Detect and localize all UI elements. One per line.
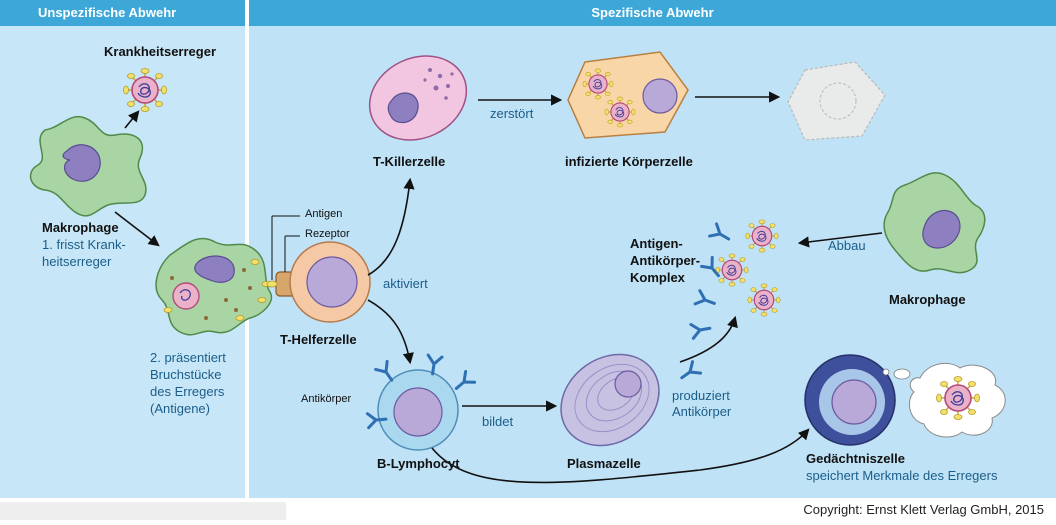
complex-line1: Antigen-: [630, 236, 683, 251]
step2-line2: Bruchstücke: [150, 367, 222, 382]
arrow-b-to-memory: [431, 428, 810, 484]
arrow-helper-to-killer: [367, 177, 415, 276]
memory-virus-icon: [935, 375, 981, 421]
antibody-label: Antikörper: [301, 393, 352, 405]
antibody-icon: [693, 289, 719, 312]
step2-line1: 2. präsentiert: [150, 350, 226, 365]
antibody-icon: [708, 222, 734, 247]
antibody-icon: [450, 369, 477, 396]
arrow-helper-to-b: [367, 299, 414, 365]
macrophage-right-icon: [883, 172, 986, 274]
antibody-icon: [689, 319, 713, 340]
specific-defense-header: Spezifische Abwehr: [249, 0, 1056, 26]
presenting-macrophage-icon: [155, 237, 273, 336]
t-killer-cell-icon: [368, 55, 468, 141]
complex-virus-icon: [747, 283, 781, 317]
t-killer-label: T-Killerzelle: [373, 154, 446, 169]
complex-line2: Antikörper-: [630, 253, 701, 268]
footer-bar: [0, 502, 286, 520]
forms-label: bildet: [482, 414, 514, 429]
activates-label: aktiviert: [383, 276, 428, 291]
produces-line1: produziert: [672, 388, 730, 403]
antibody-icon: [676, 360, 703, 385]
complex-virus-icon: [745, 219, 779, 253]
step2-line4: (Antigene): [150, 401, 210, 416]
memory-cell-label: Gedächtniszelle: [806, 451, 905, 466]
pathogen-virus-icon: [122, 67, 168, 113]
destroys-label: zerstört: [490, 106, 534, 121]
b-lymphocyte-label: B-Lymphocyt: [377, 456, 460, 471]
t-helper-label: T-Helferzelle: [280, 332, 357, 347]
step1-line1: 1. frisst Krank-: [42, 237, 126, 252]
infected-virus-icon: [604, 96, 636, 128]
produces-line2: Antikörper: [672, 404, 732, 419]
step2-line3: des Erregers: [150, 384, 225, 399]
b-lymphocyte-icon: [377, 369, 459, 451]
arrow-macrophage-breakdown: [797, 232, 883, 248]
breakdown-label: Abbau: [828, 238, 866, 253]
memory-cell-description: speichert Merkmale des Erregers: [806, 468, 998, 483]
plasma-cell-icon: [560, 353, 660, 447]
receptor-label: Rezeptor: [305, 228, 350, 240]
arrow-eat-to-present: [114, 211, 160, 247]
copyright-notice: Copyright: Ernst Klett Verlag GmbH, 2015: [803, 502, 1044, 517]
arrow-plasma-to-complex: [679, 315, 738, 363]
plasma-cell-label: Plasmazelle: [567, 456, 641, 471]
t-helper-cell-icon: [266, 241, 371, 323]
step1-line2: heitserreger: [42, 254, 112, 269]
pathogen-label: Krankheitserreger: [104, 44, 216, 59]
infected-virus-icon: [582, 68, 614, 100]
arrow-macrophage-to-pathogen: [124, 110, 140, 129]
macrophage-label: Makrophage: [42, 220, 119, 235]
antigen-label: Antigen: [305, 208, 343, 220]
infected-cell-label: infizierte Körperzelle: [565, 154, 693, 169]
unspecific-defense-header: Unspezifische Abwehr: [0, 0, 245, 26]
macrophage-cell-icon: [29, 115, 147, 217]
macrophage-right-label: Makrophage: [889, 292, 966, 307]
complex-line3: Komplex: [630, 270, 685, 285]
complex-virus-icon: [715, 253, 749, 287]
memory-cell-icon: [804, 354, 1006, 446]
destroyed-cell-icon: [787, 61, 886, 141]
